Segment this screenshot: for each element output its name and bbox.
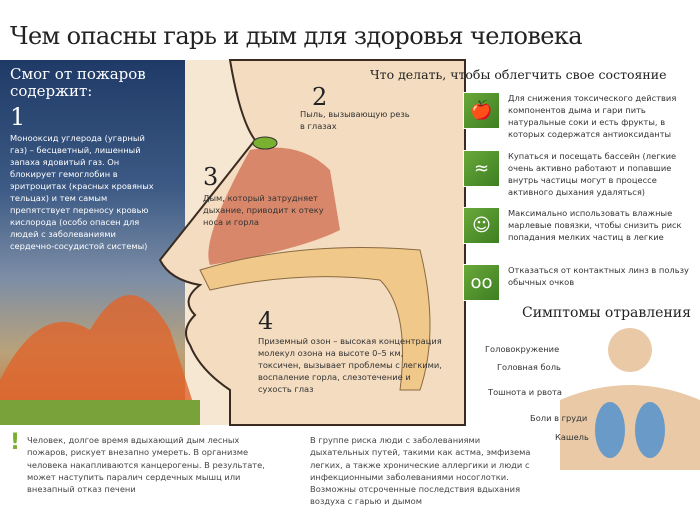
tip-text: Купаться и посещать бассейн (легкие очен… [508,151,677,197]
tip-item: ☺Максимально использовать влажные марлев… [463,207,698,244]
smog-heading: Смог от пожаров содержит: [10,65,146,100]
glasses-icon: oo [463,264,500,301]
page-title: Чем опасны гарь и дым для здоровья челов… [10,22,583,50]
nasal-cavity [208,147,340,265]
tip-item: oo Отказаться от контактных линз в пользу… [463,264,698,301]
tip-text: Отказаться от контактных линз в пользу о… [508,265,689,287]
point-text-2: Пыль, вызывающую резь в глазах [300,109,410,131]
tip-text: Для снижения токсического действия компо… [508,93,677,139]
smog-description: Монооксид углерода (угарный газ) – бесцв… [10,133,154,251]
forest-fire [0,295,200,425]
symptom-label: Тошнота и рвота [488,387,562,397]
symptom-label: Боли в груди [530,413,588,423]
point-number-3: 3 [203,163,219,191]
face-mask-icon: ☺ [463,207,500,244]
point-text-3: Дым, который затрудняет дыхание, приводи… [203,193,324,227]
juice-apple-icon: 🍎 [463,92,500,129]
throat-airway [199,247,431,391]
symptom-label: Головокружение [485,344,560,354]
warning-text: Человек, долгое время вдыхающий дым лесн… [27,435,265,495]
tip-text: Максимально использовать влажные марлевы… [508,208,682,242]
point-number-1: 1 [10,103,26,131]
symptom-label: Головная боль [497,362,561,372]
body-silhouette [560,328,700,470]
risk-group-text: В группе риска люди с заболеваниями дыха… [310,435,531,507]
swimmer-icon: ≈ [463,150,500,187]
symptoms-heading: Симптомы отравления [522,305,691,321]
tip-item: ≈Купаться и посещать бассейн (легкие оче… [463,150,698,198]
exclamation-icon: ! [10,430,21,455]
eye [252,136,278,150]
tips-heading: Что делать, чтобы облегчить свое состоян… [370,67,667,82]
point-number-4: 4 [258,307,274,335]
point-text-4: Приземный озон – высокая концентрация мо… [258,336,442,394]
grass [0,400,200,425]
tip-item: 🍎Для снижения токсического действия комп… [463,92,698,140]
symptom-label: Кашель [555,432,589,442]
point-number-2: 2 [312,83,328,111]
